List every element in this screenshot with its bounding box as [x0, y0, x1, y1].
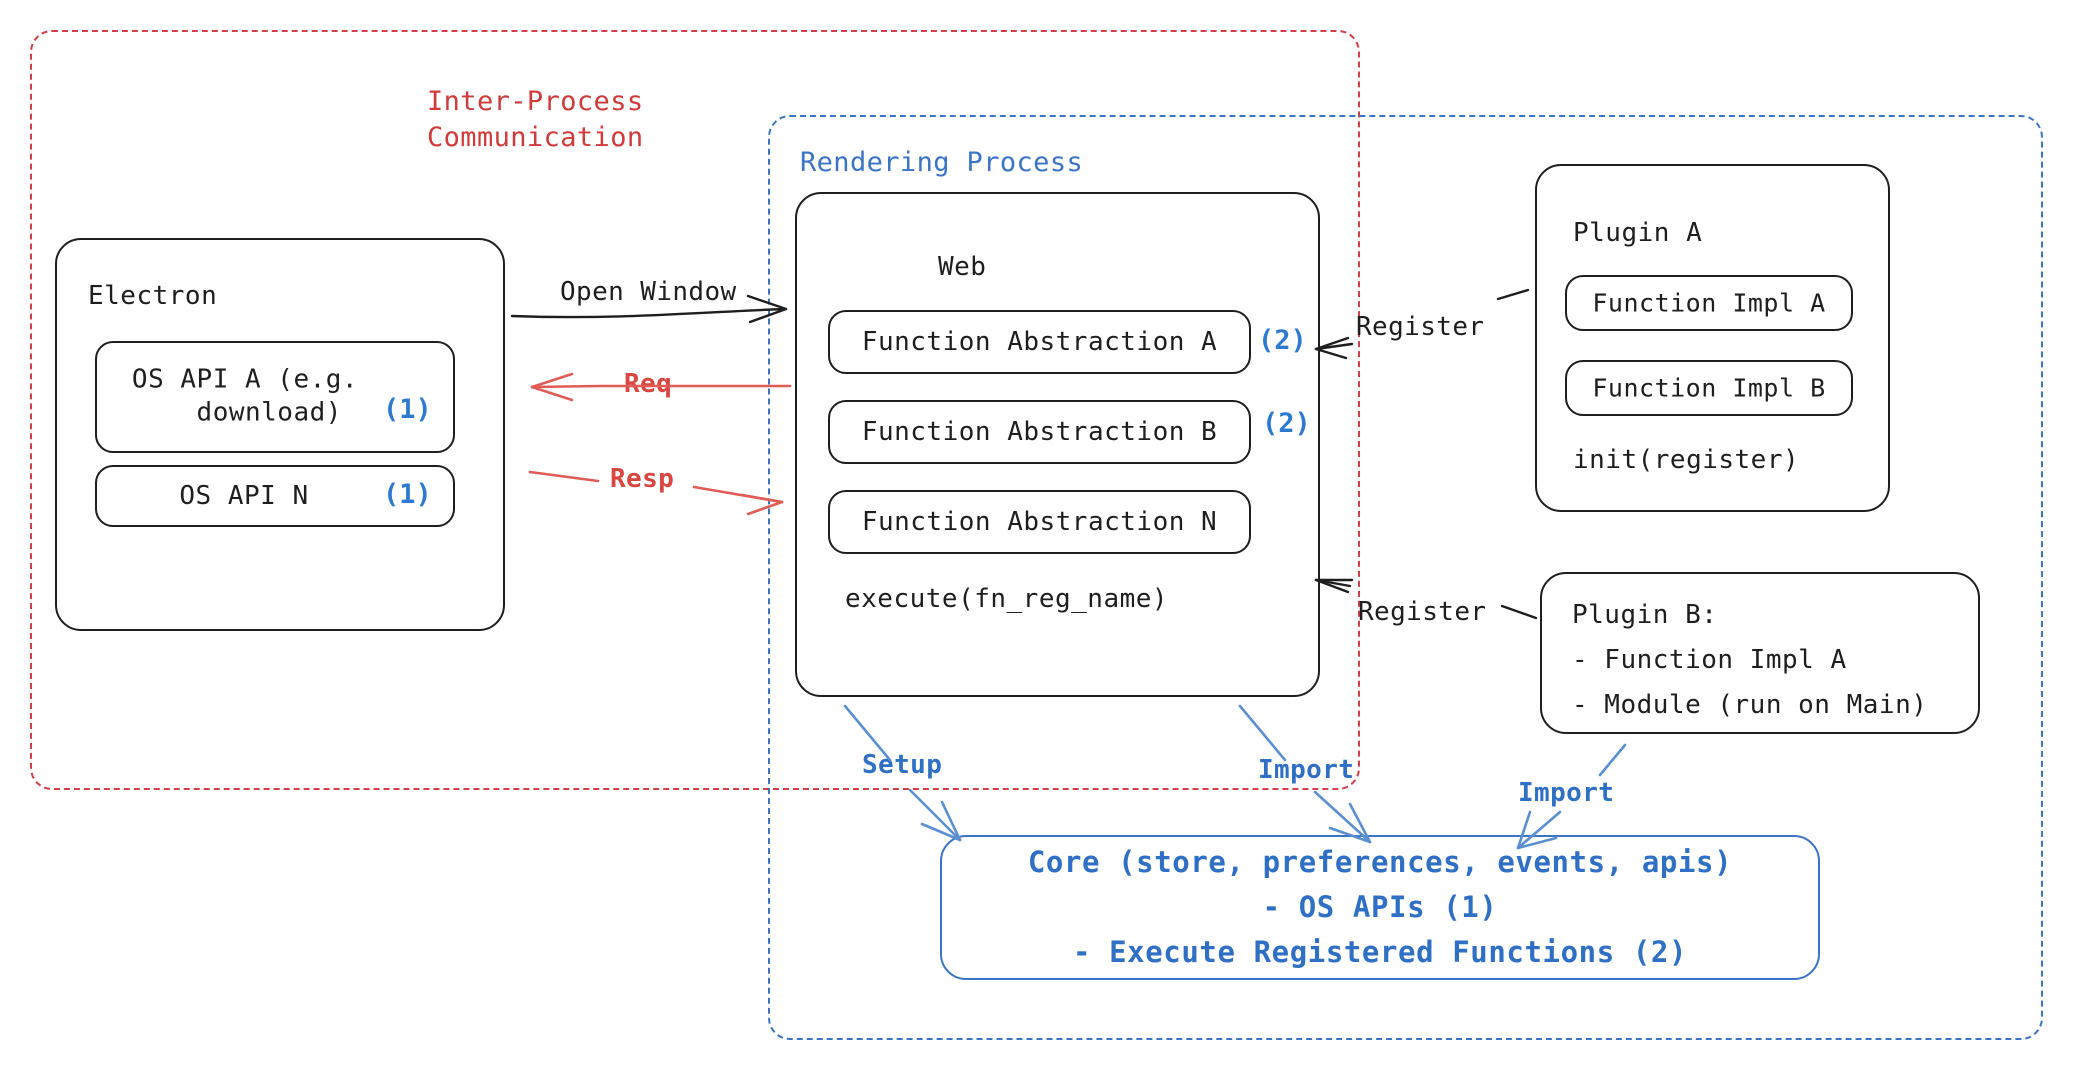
edge-label-import-web: Import	[1258, 755, 1355, 785]
web-execute-label: execute(fn_reg_name)	[845, 584, 1169, 614]
function-impl-b-label: Function Impl B	[1592, 373, 1826, 403]
edge-label-resp: Resp	[610, 464, 675, 494]
function-abstraction-a-box[interactable]: Function Abstraction A	[828, 310, 1251, 374]
plugin-b-title: Plugin B:	[1572, 600, 1718, 630]
edge-label-import-plugin-b: Import	[1518, 778, 1615, 808]
function-abstraction-b-marker: (2)	[1262, 408, 1311, 439]
edge-label-open-window: Open Window	[560, 277, 737, 307]
os-api-n-box[interactable]: OS API N	[95, 465, 455, 527]
region-rendering-process	[768, 115, 2043, 1040]
os-api-a-label: OS API A (e.g. download)	[131, 364, 359, 428]
edge-label-register-plugin-a: Register	[1356, 312, 1485, 342]
function-abstraction-a-label: Function Abstraction A	[861, 327, 1218, 357]
os-api-n-marker: (1)	[383, 479, 432, 510]
core-line-1: - OS APIs (1)	[1262, 890, 1498, 925]
function-abstraction-a-marker: (2)	[1258, 325, 1307, 356]
plugin-b-item-0: - Function Impl A	[1572, 645, 1847, 675]
function-impl-a-label: Function Impl A	[1592, 288, 1826, 318]
core-line-2: - Execute Registered Functions (2)	[1072, 934, 1688, 969]
core-box: Core (store, preferences, events, apis) …	[940, 835, 1820, 980]
function-abstraction-b-box[interactable]: Function Abstraction B	[828, 400, 1251, 464]
function-impl-a-box[interactable]: Function Impl A	[1565, 275, 1853, 331]
os-api-n-label: OS API N	[179, 481, 309, 511]
core-line-0: Core (store, preferences, events, apis)	[1027, 845, 1733, 880]
edge-label-register-plugin-b: Register	[1358, 597, 1487, 627]
plugin-a-init-label: init(register)	[1573, 445, 1800, 475]
web-title: Web	[938, 252, 987, 282]
os-api-a-marker: (1)	[383, 394, 432, 425]
function-abstraction-n-box[interactable]: Function Abstraction N	[828, 490, 1251, 554]
region-label-rendering-process: Rendering Process	[800, 147, 1084, 178]
function-impl-b-box[interactable]: Function Impl B	[1565, 360, 1853, 416]
function-abstraction-n-label: Function Abstraction N	[861, 507, 1218, 537]
electron-title: Electron	[88, 281, 218, 311]
region-label-inter-process-communication: Inter-Process Communication	[427, 86, 644, 153]
plugin-a-title: Plugin A	[1573, 218, 1703, 248]
os-api-a-box[interactable]: OS API A (e.g. download)	[95, 341, 455, 453]
region-inter-process-communication	[30, 30, 1360, 790]
plugin-a-box	[1535, 164, 1890, 512]
plugin-b-box	[1540, 572, 1980, 734]
plugin-b-item-1: - Module (run on Main)	[1572, 690, 1928, 720]
edge-label-setup: Setup	[862, 750, 943, 780]
edge-label-req: Req	[624, 369, 673, 399]
function-abstraction-b-label: Function Abstraction B	[861, 417, 1218, 447]
